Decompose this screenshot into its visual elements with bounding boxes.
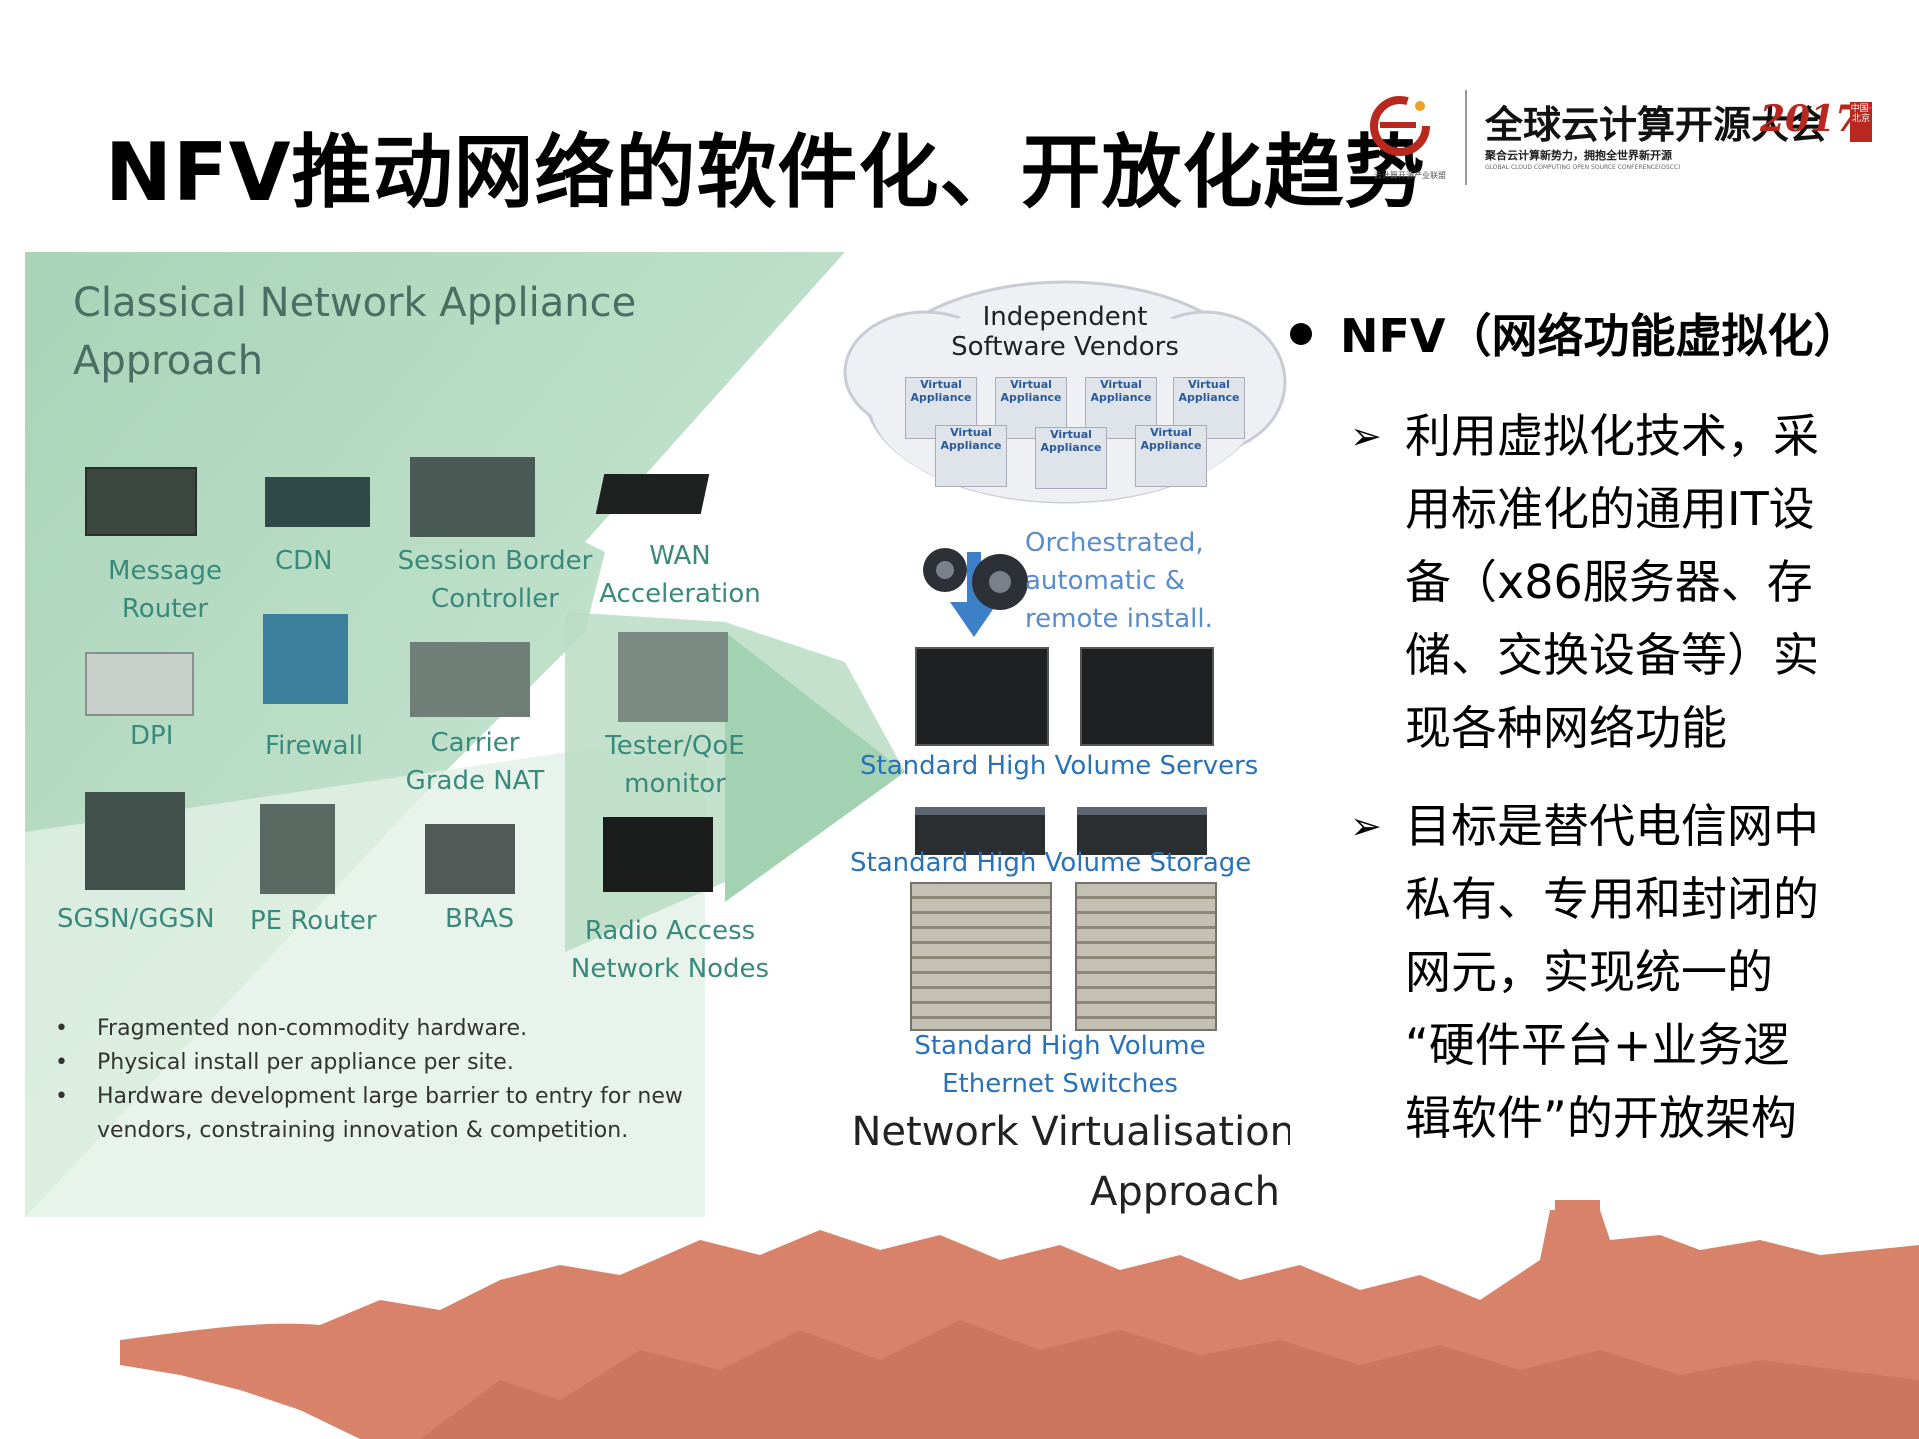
storage-hardware bbox=[1077, 807, 1207, 855]
label-message-router: Message Router bbox=[108, 556, 222, 624]
arrow-bullet-icon: ➢ bbox=[1350, 414, 1382, 458]
sgsn-hardware bbox=[85, 792, 185, 890]
cdn-hardware bbox=[265, 477, 370, 527]
org-name: 云计算开源产业联盟 bbox=[1374, 171, 1446, 180]
page-title: NFV推动网络的软件化、开放化趋势 bbox=[105, 126, 1426, 219]
sub1-line: 用标准化的通用IT设 bbox=[1405, 482, 1815, 536]
sub1-line: 备（x86服务器、存 bbox=[1405, 555, 1813, 609]
firewall-hardware bbox=[263, 614, 348, 704]
dpi-hardware bbox=[85, 652, 194, 716]
conference-title: 全球云计算开源大会 bbox=[1485, 102, 1828, 147]
sub1-line: 利用虚拟化技术，采 bbox=[1405, 409, 1819, 463]
sub2-line: 辑软件”的开放架构 bbox=[1405, 1091, 1797, 1145]
label-cdn: CDN bbox=[275, 546, 333, 576]
conference-year: 2017 bbox=[1760, 98, 1861, 140]
bullet-dot-icon bbox=[1290, 322, 1312, 345]
switch-hardware bbox=[1075, 882, 1217, 1031]
label-bras: BRAS bbox=[445, 904, 515, 934]
radio-hardware bbox=[603, 817, 713, 892]
virtual-appliance-box: Virtual Appliance bbox=[1035, 427, 1107, 489]
bras-hardware bbox=[425, 824, 515, 894]
sub2-line: 目标是替代电信网中 bbox=[1405, 799, 1819, 853]
virtual-appliance-box: Virtual Appliance bbox=[1173, 377, 1245, 439]
conference-badge: 中国·北京 bbox=[1850, 102, 1872, 142]
label-sbc: Session Border Controller bbox=[397, 546, 593, 614]
servers-label: Standard High Volume Servers bbox=[860, 751, 1259, 781]
virtual-appliance-box: Virtual Appliance bbox=[1135, 425, 1207, 487]
label-radio-access: Radio Access Network Nodes bbox=[570, 916, 770, 984]
switch-hardware bbox=[910, 882, 1052, 1031]
classical-title-2: Approach bbox=[73, 338, 264, 384]
server-hardware bbox=[915, 647, 1049, 746]
label-cgnat: Carrier Grade NAT bbox=[405, 728, 545, 796]
label-dpi: DPI bbox=[130, 721, 174, 751]
bullet-item: Physical install per appliance per site. bbox=[55, 1046, 717, 1080]
label-pe-router: PE Router bbox=[250, 906, 377, 936]
classical-bullets: Fragmented non-commodity hardware. Physi… bbox=[55, 1012, 717, 1148]
orchestrated-label: Orchestrated, automatic & remote install… bbox=[1025, 528, 1213, 634]
server-hardware bbox=[1080, 647, 1214, 746]
storage-label: Standard High Volume Storage bbox=[850, 848, 1252, 878]
virtual-appliance-box: Virtual Appliance bbox=[935, 425, 1007, 487]
nfv-diagram: Classical Network Appliance Approach Mes… bbox=[25, 252, 1290, 1217]
sub2-line: “硬件平台+业务逻 bbox=[1405, 1018, 1790, 1072]
nv-title-2: Approach bbox=[1089, 1169, 1280, 1215]
nfv-heading-text: NFV（网络功能虚拟化） bbox=[1340, 309, 1860, 363]
arrow-bullet-icon: ➢ bbox=[1350, 804, 1382, 848]
switches-label: Standard High Volume Ethernet Switches bbox=[914, 1031, 1206, 1099]
cloud-title: Independent Software Vendors bbox=[951, 302, 1179, 362]
tester-hardware bbox=[618, 632, 728, 722]
great-wall-decoration bbox=[120, 1200, 1919, 1439]
nfv-heading: NFV（网络功能虚拟化） bbox=[1290, 300, 1860, 366]
sub2-line: 私有、专用和封闭的 bbox=[1405, 872, 1819, 926]
conference-english: GLOBAL CLOUD COMPUTING OPEN SOURCE CONFE… bbox=[1485, 164, 1681, 171]
label-firewall: Firewall bbox=[265, 731, 364, 761]
bullet-item: Fragmented non-commodity hardware. bbox=[55, 1012, 717, 1046]
storage-hardware bbox=[915, 807, 1045, 855]
conference-slogan: 聚合云计算新势力，拥抱全世界新开源 bbox=[1485, 149, 1672, 162]
label-tester: Tester/QoE monitor bbox=[605, 731, 745, 799]
bullet-item: Hardware development large barrier to en… bbox=[55, 1080, 717, 1148]
oscc-logo-icon bbox=[1370, 96, 1430, 156]
message-router-hardware bbox=[85, 467, 197, 536]
sbc-hardware bbox=[410, 457, 535, 537]
nv-title-1: Network Virtualisation bbox=[851, 1109, 1290, 1155]
sub2-line: 网元，实现统一的 bbox=[1405, 945, 1773, 999]
label-wan: WAN Acceleration bbox=[599, 541, 761, 609]
virtual-appliance-grid: Virtual Appliance Virtual Appliance Virt… bbox=[895, 377, 1255, 507]
logo-divider bbox=[1465, 90, 1467, 185]
pe-router-hardware bbox=[260, 804, 335, 894]
classical-title-1: Classical Network Appliance bbox=[73, 280, 637, 326]
conference-logo: 云计算开源产业联盟 全球云计算开源大会 2017 中国·北京 聚合云计算新势力，… bbox=[1350, 90, 1890, 190]
wan-hardware bbox=[595, 474, 710, 514]
cgnat-hardware bbox=[410, 642, 530, 717]
label-sgsn: SGSN/GGSN bbox=[57, 904, 215, 934]
sub1-line: 储、交换设备等）实 bbox=[1405, 628, 1819, 682]
sub1-line: 现各种网络功能 bbox=[1405, 701, 1727, 755]
